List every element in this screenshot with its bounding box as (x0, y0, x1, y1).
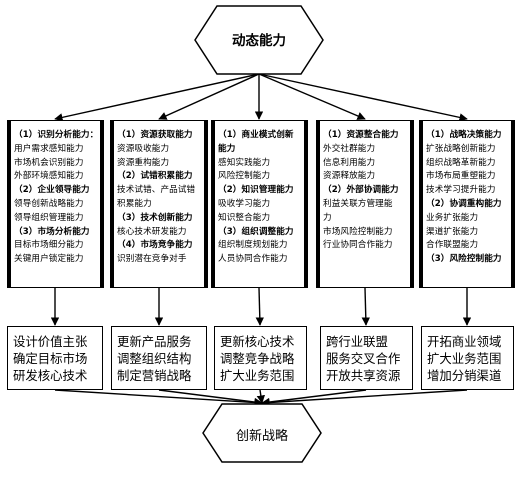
converge-arrow-4 (261, 389, 367, 407)
capability-box-3: （1）商业模式创新能力感知实践能力风险控制能力 （2）知识管理能力吸收学习能力知识… (211, 120, 308, 288)
capability-item: 扩张战略创新能力 (426, 143, 496, 154)
capability-item: 领导组织管理能力 (14, 212, 84, 223)
outcome-line: 开拓商业领域 (427, 333, 502, 349)
outcome-line: 设计价值主张 (13, 333, 88, 349)
capability-item: 资源重构能力 (117, 157, 170, 168)
outcome-line: 扩大业务范围 (427, 350, 502, 366)
outcome-line: 开放共享资源 (326, 367, 401, 383)
outcome-line: 制定营销战略 (117, 367, 192, 383)
capability-item: 业务扩张能力 (426, 212, 479, 223)
capability-heading: 能力 (218, 143, 236, 154)
capability-item: 领导创新战略能力 (14, 198, 84, 209)
capability-heading: （2）企业领导能力 (14, 185, 90, 196)
capability-item: 积累能力 (117, 198, 152, 209)
fanout-arrow-4 (258, 73, 366, 120)
capability-item: 外部环境感知能力 (14, 171, 84, 182)
converge-arrow-3 (256, 389, 266, 404)
capability-box-2: （1）资源获取能力资源吸收能力资源重构能力 （2）试错积累能力技术试错、产品试错积… (110, 120, 208, 288)
capability-item: 人员协同合作能力 (218, 254, 288, 265)
top-hexagon (194, 5, 324, 75)
capability-heading: （2）知识管理能力 (218, 185, 294, 196)
capability-item: 核心技术研发能力 (117, 226, 187, 237)
capability-item: 知识整合能力 (218, 212, 271, 223)
outcome-box-4: 跨行业联盟 服务交叉合作 开放共享资源 (320, 326, 413, 390)
converge-arrow-2 (158, 389, 263, 407)
capability-item: 目标市场细分能力 (14, 240, 84, 251)
capability-box-1: （1）识别分析能力： 用户需求感知能力市场机会识别能力外部环境感知能力 （2）企业领… (7, 120, 104, 288)
capability-item: 组织战略革新能力 (426, 157, 496, 168)
converge-arrow-5 (261, 389, 468, 407)
capability-item: 用户需求感知能力 (14, 143, 84, 154)
outcome-line: 扩大业务范围 (220, 367, 295, 383)
converge-arrow-1 (54, 389, 263, 407)
capability-item: 技术学习提升能力 (426, 185, 496, 196)
outcome-box-2: 更新产品服务 调整组织结构 制定营销战略 (111, 326, 207, 390)
capability-heading: （2）试错积累能力 (117, 171, 193, 182)
capability-heading: （2）外部协调能力 (323, 185, 399, 196)
capability-heading: （1）商业模式创新 (218, 130, 294, 140)
outcome-line: 调整竞争战略 (220, 350, 295, 366)
capability-heading: （3）风险控制能力 (426, 254, 502, 265)
capability-item: 风险控制能力 (218, 171, 271, 182)
capability-item: 资源吸收能力 (117, 143, 170, 154)
capability-heading: （1）战略决策能力 (426, 130, 502, 140)
capability-heading: （1）资源整合能力 (323, 130, 399, 140)
capability-item: 技术试错、产品试错 (117, 185, 196, 196)
capability-heading: （4）市场竞争能力 (117, 240, 193, 251)
capability-item: 合作联盟能力 (426, 240, 479, 251)
capability-item: 组织制度规划能力 (218, 240, 288, 251)
outcome-line: 调整组织结构 (117, 350, 192, 366)
capability-heading: （1）资源获取能力 (117, 130, 193, 140)
capability-item: 资源释放能力 (323, 171, 376, 182)
capability-item: 信息利用能力 (323, 157, 376, 168)
capability-item: 渠道扩张能力 (426, 226, 479, 237)
capability-item: 市场风险控制能力 (323, 226, 393, 237)
outcome-line: 跨行业联盟 (326, 333, 388, 349)
bottom-label: 创新战略 (235, 429, 288, 444)
outcome-line: 更新核心技术 (220, 333, 295, 349)
fanout-arrow-2 (158, 73, 260, 120)
outcome-arrow-3 (255, 287, 264, 326)
capability-box-4: （1）资源整合能力外交社群能力信息利用能力资源释放能力 （2）外部协调能力利益关联… (316, 120, 414, 288)
fanout-arrow-5 (258, 73, 468, 122)
capability-item: 市场机会识别能力 (14, 157, 84, 168)
outcome-line: 确定目标市场 (13, 350, 88, 366)
capability-item: 吸收学习能力 (218, 198, 271, 209)
capability-heading: （3）市场分析能力 (14, 226, 90, 237)
capability-heading: （2）协调重构能力 (426, 198, 502, 209)
capability-item: 利益关联方管理能 (323, 198, 393, 209)
capability-item: 识别潜在竞争对手 (117, 254, 187, 265)
capability-item: 行业协同合作能力 (323, 240, 393, 251)
capability-heading: （1）识别分析能力： (14, 130, 99, 140)
outcome-line: 服务交叉合作 (326, 350, 401, 366)
outcome-line: 增加分销渠道 (427, 367, 502, 383)
outcome-box-3: 更新核心技术 调整竞争战略 扩大业务范围 (214, 326, 307, 390)
capability-box-5: （1）战略决策能力扩张战略创新能力组织战略革新能力市场布局重塑能力技术学习提升能… (419, 120, 515, 288)
capability-item: 关键用户锁定能力 (14, 254, 84, 265)
fanout-arrow-1 (54, 73, 260, 122)
outcome-line: 研发核心技术 (13, 367, 88, 383)
top-label: 动态能力 (232, 33, 286, 49)
outcome-box-1: 设计价值主张 确定目标市场 研发核心技术 (7, 326, 103, 390)
capability-item: 市场布局重塑能力 (426, 171, 496, 182)
capability-item: 外交社群能力 (323, 143, 376, 154)
capability-item: 力 (323, 212, 332, 223)
outcome-box-5: 开拓商业领域 扩大业务范围 增加分销渠道 (421, 326, 514, 390)
outcome-line: 更新产品服务 (117, 333, 192, 349)
capability-heading: （3）组织调整能力 (218, 226, 294, 237)
bottom-hexagon (202, 403, 322, 463)
capability-item: 感知实践能力 (218, 157, 271, 168)
outcome-arrow-4 (361, 287, 370, 326)
capability-heading: （3）技术创新能力 (117, 212, 193, 223)
